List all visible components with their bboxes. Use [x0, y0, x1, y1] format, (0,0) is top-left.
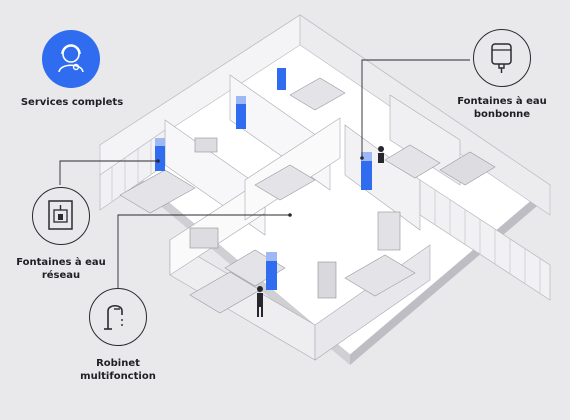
person-right-room: [378, 146, 384, 163]
sofa-right: [439, 151, 496, 186]
cabinet-reception: [317, 261, 337, 299]
notice-board-lower: [189, 227, 219, 249]
services-circle: [42, 30, 100, 88]
leader-line-bonbonne: [361, 59, 470, 158]
support-agent-icon: [58, 44, 84, 73]
bookshelf-right: [377, 211, 401, 251]
dispenser-right-room: [361, 152, 372, 190]
dispenser-lower-room: [266, 252, 277, 290]
plumbed-water-fountain-icon: [48, 200, 73, 230]
robinet-circle: [89, 288, 147, 346]
dispenser-top-room: [236, 96, 246, 129]
desk-right-room: [384, 144, 441, 179]
leader-dot-bonbonne: [360, 156, 364, 160]
glass-partition-right: [419, 179, 551, 301]
meeting-table-center: [254, 164, 316, 201]
meeting-table-left: [119, 169, 196, 214]
water-jug-dispenser-icon: [491, 43, 512, 73]
leader-dot-robinet: [288, 213, 292, 217]
dispenser-top-right: [277, 68, 286, 90]
desk-top-room: [289, 77, 346, 111]
leader-dot-reseau: [156, 159, 160, 163]
whiteboard-top-left: [194, 137, 218, 153]
bonbonne-circle: [473, 29, 531, 87]
partition-wall-5: [169, 177, 266, 276]
reception-desk: [344, 254, 416, 297]
label-services: Services complets: [20, 97, 124, 108]
label-robinet: Robinet multifonction: [80, 358, 156, 382]
person-lower-room: [257, 286, 263, 317]
floor-slab-right-edge: [350, 185, 550, 365]
label-bonbonne: Fontaines à eau bonbonne: [457, 96, 547, 120]
reseau-circle: [32, 187, 90, 245]
multifunction-tap-icon: [104, 304, 123, 330]
label-reseau: Fontaines à eau réseau: [16, 257, 106, 281]
leader-line-robinet: [117, 214, 290, 288]
leader-line-reseau: [59, 160, 158, 185]
partition-wall-8: [389, 94, 461, 186]
dispenser-left-room: [155, 138, 165, 171]
